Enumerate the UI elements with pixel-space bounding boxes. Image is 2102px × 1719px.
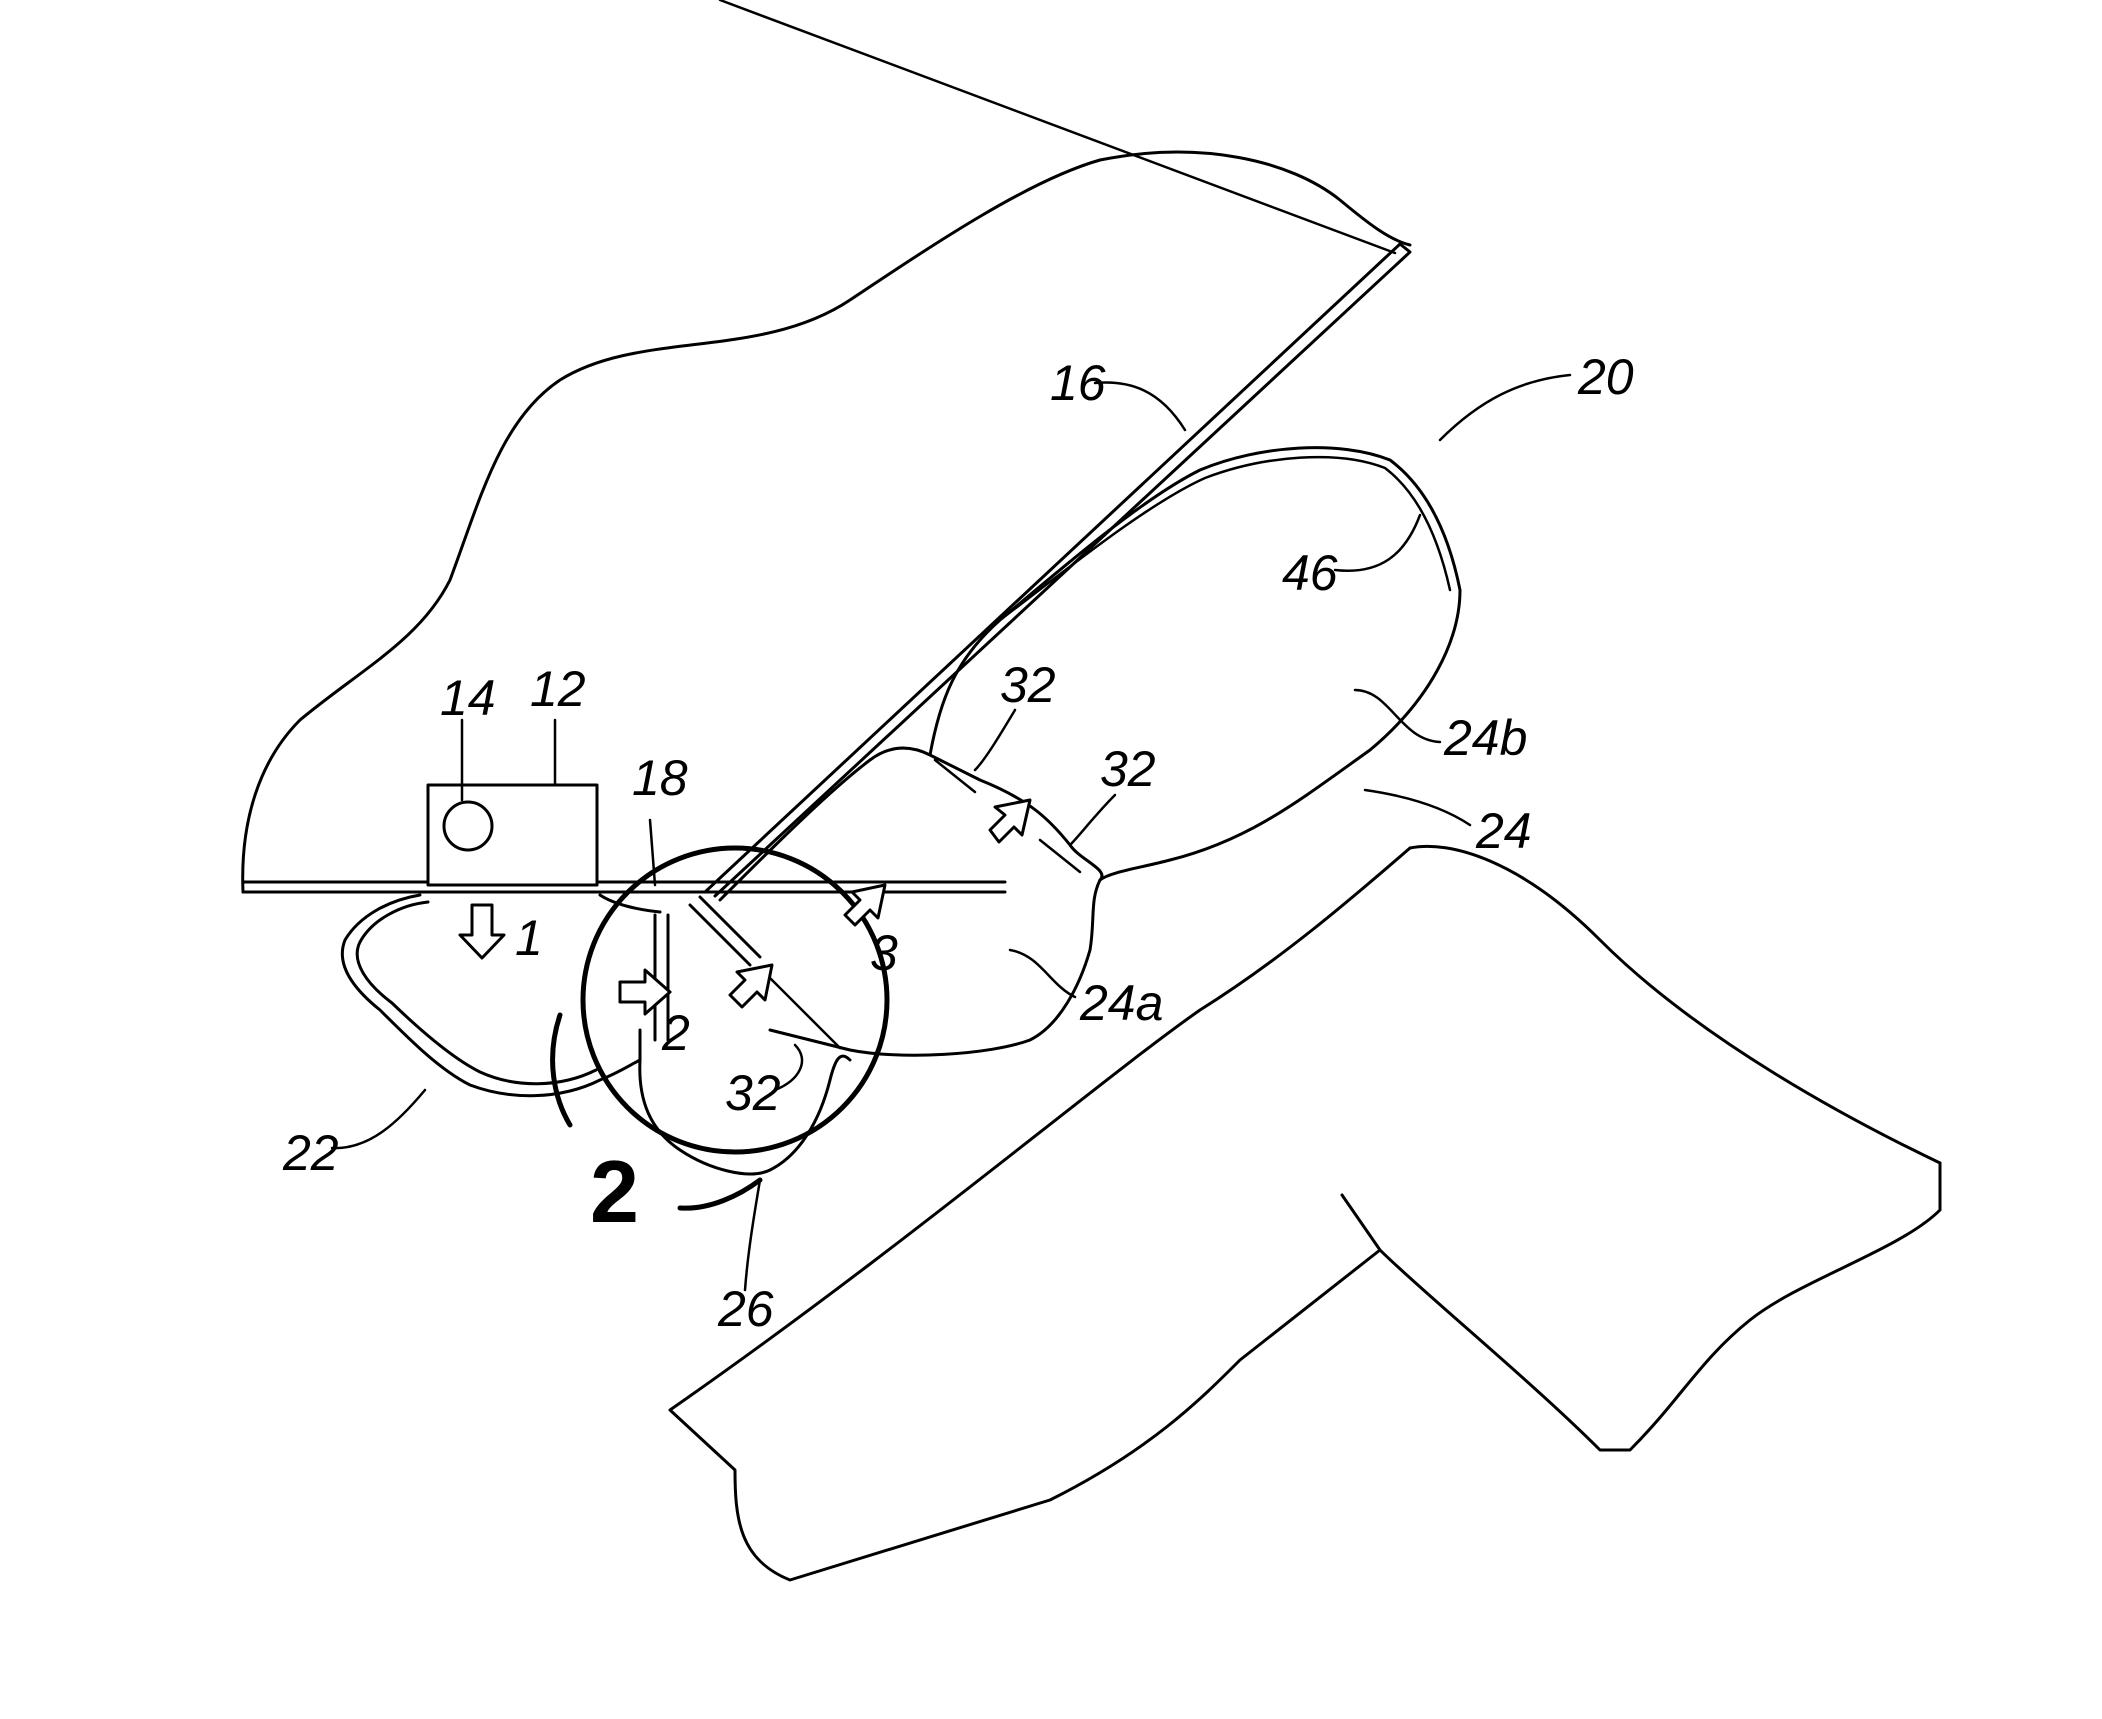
leader-20 (1440, 375, 1570, 440)
label-32-b: 32 (1100, 741, 1156, 797)
detail-arc-2 (553, 1015, 570, 1125)
panel-46 (1000, 457, 1450, 620)
leader-26 (745, 1180, 760, 1290)
leader-32-b (1070, 795, 1115, 845)
label-26: 26 (717, 1281, 774, 1337)
chamber-24a (720, 748, 1102, 1055)
lower-structure-top (1410, 846, 1940, 1163)
label-1: 1 (515, 910, 543, 966)
label-20: 20 (1577, 349, 1634, 405)
label-22: 22 (282, 1125, 339, 1181)
chamber-22 (342, 895, 660, 1096)
leader-46 (1335, 515, 1420, 571)
label-2: 2 (661, 1005, 690, 1061)
instrument-panel-outline (243, 152, 1410, 892)
label-16: 16 (1050, 355, 1106, 411)
panel-bottom-edge (243, 882, 1005, 892)
label-32-c: 32 (725, 1065, 781, 1121)
label-3: 3 (870, 925, 898, 981)
inflator-14 (444, 802, 492, 850)
label-24b: 24b (1443, 710, 1527, 766)
detail-arrow-2 (680, 1180, 760, 1208)
label-24a: 24a (1079, 975, 1163, 1031)
label-24: 24 (1475, 803, 1532, 859)
leader-24 (1365, 790, 1470, 825)
label-46: 46 (1282, 545, 1338, 601)
leader-32-a (975, 710, 1015, 770)
label-18: 18 (632, 750, 688, 806)
leader-16 (1095, 383, 1185, 430)
windshield-hatch (720, 0, 1395, 253)
flow-arrow-1 (460, 905, 504, 958)
lower-structure-knee (1342, 1195, 1380, 1250)
label-32-a: 32 (1000, 657, 1056, 713)
leader-24a (1010, 950, 1075, 997)
flow-arrow-3b (990, 800, 1030, 842)
leader-24b (1355, 690, 1440, 742)
lower-structure-outline (670, 848, 1940, 1580)
detail-view-label: 2 (590, 1142, 639, 1241)
label-14: 14 (440, 670, 496, 726)
label-12: 12 (530, 661, 586, 717)
flow-arrow-2b (730, 965, 772, 1007)
leader-22 (332, 1090, 425, 1148)
